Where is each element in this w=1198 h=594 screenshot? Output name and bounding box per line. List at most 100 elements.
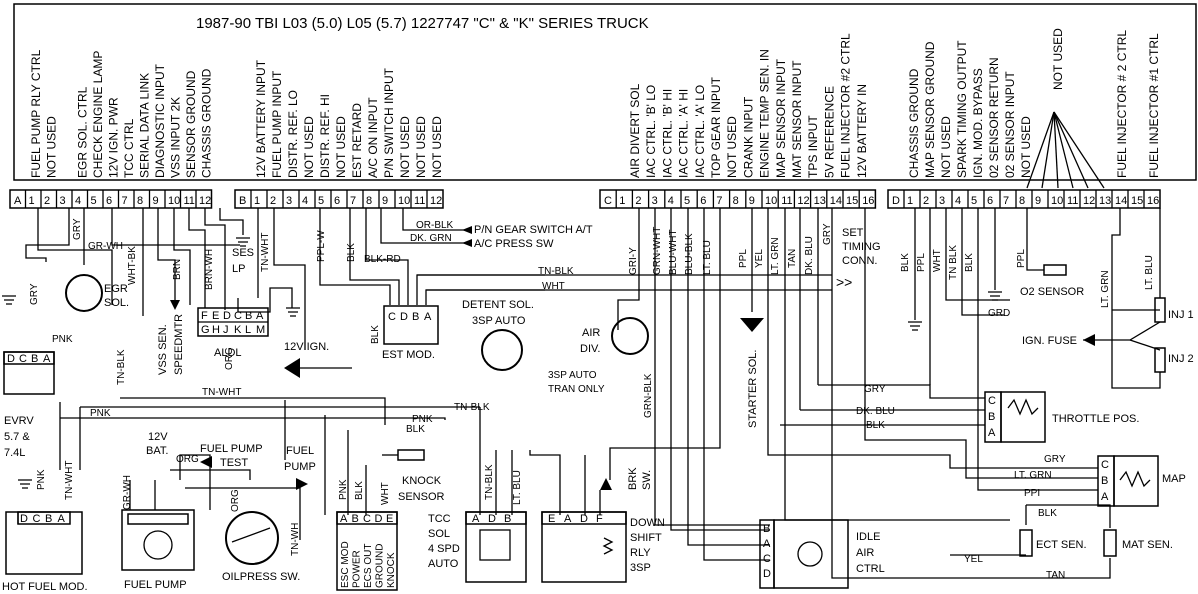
c-pin-10: 10 (765, 195, 777, 207)
ground-symbols (2, 237, 1002, 489)
a-function-2: NOT USED (45, 116, 59, 178)
d-pin-11: 11 (1067, 195, 1078, 207)
set-timing-arrow-icon: >> (836, 274, 852, 290)
vss-label-2: SPEEDMTR (173, 314, 185, 375)
evrv-pin-C: C (19, 353, 27, 365)
est-pin-A: A (424, 311, 432, 323)
c-pin-7: 7 (716, 195, 722, 207)
aldl-pin-A: A (256, 310, 264, 322)
wire-label-gr-wh-fp: GR-WH (122, 475, 133, 510)
a-pin-4: 4 (75, 195, 81, 207)
aldl-pin-K: K (234, 324, 242, 336)
wire-label-blk-tps: BLK (866, 420, 885, 431)
evrv-pin-D: D (7, 353, 15, 365)
tcc-solenoid (465, 511, 527, 583)
downshift-label-4: 3SP (630, 562, 651, 574)
downshift-pin-E: E (548, 513, 555, 525)
d-pin-15: 15 (1131, 195, 1143, 207)
b-function-3: DISTR. REF. LO (286, 90, 300, 178)
b-pin-2: 2 (270, 195, 276, 207)
wire-label-org-oil: ORG (230, 489, 241, 512)
mat-sen-label: MAT SEN. (1122, 539, 1173, 551)
a-function-7: SERIAL DATA LINK (138, 73, 152, 178)
wire-label-lt-blu-tcc: LT. BLU (512, 470, 523, 505)
idle-air-label-1: IDLE (856, 531, 880, 543)
knock-label-1: KNOCK (402, 475, 442, 487)
b-function-2: FUEL PUMP INPUT (270, 70, 284, 178)
aldl-connector (197, 307, 269, 337)
wires (25, 208, 1161, 579)
b-pin-4: 4 (302, 195, 308, 207)
wire-label-dk-blu-tps: DK. BLU (856, 406, 895, 417)
wire-label-ppl-c: PPL (738, 249, 749, 268)
wire-label-lt-blu-c: LT. BLU (702, 240, 713, 275)
a-pin-8: 8 (137, 195, 143, 207)
tcc-label-4: AUTO (428, 558, 459, 570)
d-pin-5: 5 (971, 195, 977, 207)
vss-label-1: VSS SEN. (157, 324, 169, 375)
c-function-14: FUEL INJECTOR #2 CTRL (839, 33, 853, 178)
hot-fuel-pin-B: B (45, 513, 52, 525)
wire-label-gry-evrv: GRY (29, 283, 40, 305)
c-letter: C (604, 195, 612, 207)
evrv-pin-A: A (43, 353, 51, 365)
tcc-pin-B: B (504, 513, 511, 525)
b-pin-5: 5 (318, 195, 324, 207)
a-function-1: FUEL PUMP RLY CTRL (29, 49, 43, 178)
c-function-12: TPS INPUT (806, 115, 820, 178)
downshift-pin-D: D (580, 513, 588, 525)
a-pin-10: 10 (168, 195, 180, 207)
b-pin-strip (234, 189, 444, 209)
wire-label-blk-d2: BLK (964, 253, 975, 272)
c-function-13: 5V REFERENCE (822, 86, 836, 178)
d-function-5: IGN. MOD. BYPASS (971, 68, 985, 178)
c-pin-strip (599, 189, 877, 209)
map-pin-B: B (1101, 475, 1108, 487)
b-pin-11: 11 (414, 195, 425, 207)
iac-pin-A: A (763, 538, 771, 550)
a-pin-9: 9 (153, 195, 159, 207)
a-pin-strip (9, 189, 213, 209)
evrv-module (3, 351, 55, 395)
downshift-label-1: DOWN (630, 517, 665, 529)
header-frame (13, 3, 1197, 181)
wire-label-lt-grn-c: LT. GRN (770, 237, 781, 275)
esc-pin-A: A (340, 513, 348, 525)
iac-pin-D: D (763, 568, 771, 580)
wire-label-gry-map: GRY (1044, 454, 1066, 465)
d-pin-10: 10 (1051, 195, 1063, 207)
c-pin-8: 8 (733, 195, 739, 207)
idle-air-label-3: CTRL (856, 563, 885, 575)
idle-air-label-2: AIR (856, 547, 874, 559)
fuel-pump-out-label-2: PUMP (284, 461, 316, 473)
evrv-label-2: 5.7 & (4, 431, 30, 443)
hot-fuel-module (5, 511, 83, 575)
d-pin-4: 4 (955, 195, 961, 207)
hot-fuel-pin-C: C (33, 513, 41, 525)
c-function-1: AIR DIVERT SOL (628, 83, 642, 178)
b-function-5: DISTR. REF. HI (318, 94, 332, 178)
esc-pin-C: C (363, 513, 371, 525)
c-pin-13: 13 (814, 195, 826, 207)
wire-label-blk-rd: BLK-RD (364, 254, 401, 265)
air-divert-symbol (611, 317, 649, 355)
b-function-8: A/C ON INPUT (366, 97, 380, 178)
aldl-pin-J: J (223, 324, 229, 336)
c-pin-2: 2 (635, 195, 641, 207)
aldl-pin-M: M (256, 324, 265, 336)
wire-label-pnk-b: PNK (412, 414, 433, 425)
aldl-label: ALDL (214, 347, 242, 359)
c-function-10: MAP SENSOR INPUT (774, 58, 788, 178)
b-pin-9: 9 (382, 195, 388, 207)
b-function-6: NOT USED (334, 116, 348, 178)
tps-pins: CBA (988, 395, 996, 439)
wire-label-tn-wht-h: TN-WHT (202, 387, 241, 398)
c-pin-15: 15 (846, 195, 858, 207)
pn-gear-label: P/N GEAR SWITCH A/T (474, 224, 593, 236)
d-pin-9: 9 (1035, 195, 1041, 207)
